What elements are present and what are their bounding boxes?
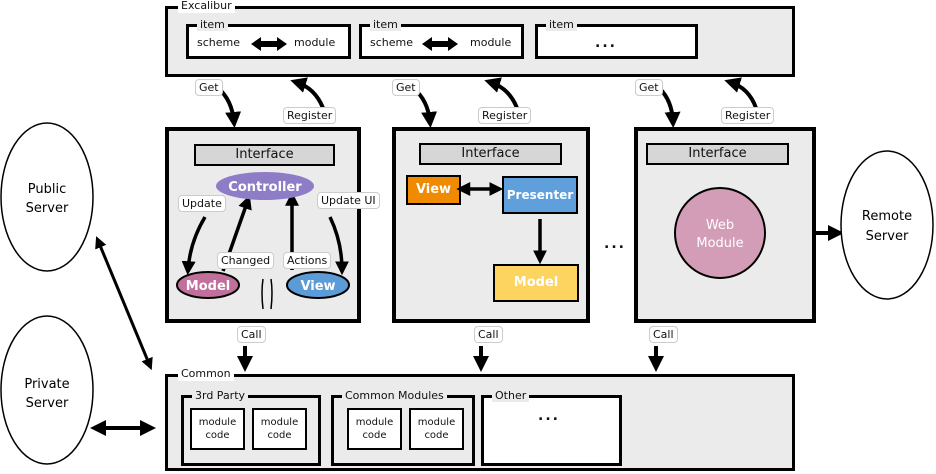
mvp-model-node: Model [493,264,579,302]
item-label: item [370,18,401,31]
module-label: module [294,36,336,49]
remote-server-label-1: Remote [862,209,912,224]
web-module-label-line1: Web [706,218,734,233]
public-server-node [0,122,94,272]
mvp-arrows [456,182,547,265]
update-label: Update [178,195,226,212]
controller-label: Controller [228,180,302,195]
changed-label: Changed [217,252,275,269]
register-arrow-1 [290,77,325,109]
other-group: Other ... [481,389,622,466]
item-label: item [546,18,577,31]
web-module-diagram: Web Module [674,187,766,279]
public-server-arrow [95,236,153,371]
interface-bar: Interface [419,143,562,165]
remote-server-label-2: Server [866,229,909,244]
call-label-1: Call [237,326,266,343]
excalibur-label: Excalibur [178,0,235,13]
private-server-label-2: Server [26,396,69,411]
get-label-3: Get [635,79,663,96]
scheme-label: scheme [197,36,241,49]
register-label-3: Register [721,107,775,124]
register-arrow-3 [724,77,758,109]
web-module-label-line2: Module [696,236,743,251]
register-label-2: Register [478,107,532,124]
separator-lines [261,278,273,310]
get-label-2: Get [392,79,420,96]
view-node [286,271,350,299]
model-label: Model [186,279,230,294]
scheme-label: scheme [370,36,414,49]
interface-bar: Interface [646,143,789,165]
ellipsis: ... [595,35,617,51]
module-label: module [470,36,512,49]
double-arrow-icon [422,37,458,51]
item-label: item [197,18,228,31]
model-node [176,271,240,299]
more-modules-ellipsis: ... [604,236,626,252]
update-arrow [181,216,207,276]
other-label: Other [492,389,530,402]
common-modules-label: Common Modules [342,389,447,402]
mvc-diagram: Controller Model View [176,172,350,310]
get-label-1: Get [195,79,223,96]
third-party-label: 3rd Party [192,389,249,402]
call-label-3: Call [649,326,678,343]
actions-label: Actions [283,252,332,269]
common-label: Common [178,367,234,381]
public-server-label-1: Public [28,182,66,197]
register-arrow-2 [484,77,519,109]
remote-server-node [840,150,934,300]
ellipsis: ... [538,408,560,424]
excalibur-item-1: item scheme module [186,18,351,59]
presenter-label: Presenter [506,188,574,202]
private-server-label-1: Private [24,377,69,392]
register-label-1: Register [283,107,337,124]
controller-node [216,172,314,200]
double-arrow-icon [251,37,287,51]
view-label: View [300,279,335,294]
web-module-node [674,187,766,279]
call-label-2: Call [474,326,503,343]
public-server-label-2: Server [26,201,69,216]
mvp-view-node: View [406,175,461,205]
mvp-view-label: View [415,182,452,197]
mvp-model-label: Model [513,275,559,290]
excalibur-item-2: item scheme module [359,18,524,59]
update-ui-label: Update UI [317,192,380,209]
update-ui-arrow [328,216,349,276]
mvp-module: Interface View Presenter Model [392,127,590,323]
excalibur-container: Excalibur item scheme module item scheme… [165,0,795,77]
private-server-node [0,315,94,465]
interface-bar: Interface [194,144,335,166]
excalibur-item-3: item ... [535,18,698,59]
